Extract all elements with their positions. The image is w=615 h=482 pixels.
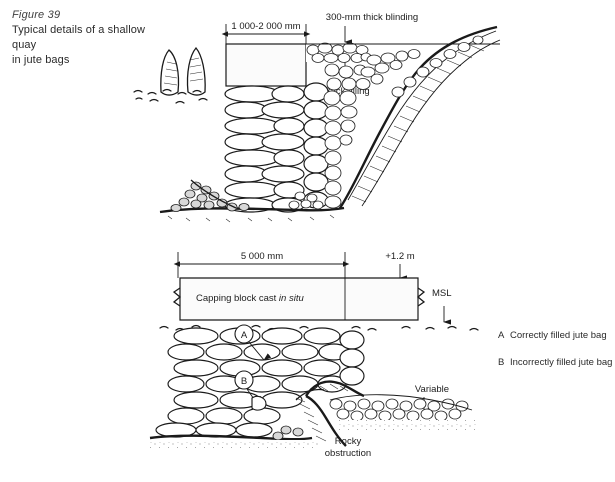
upper-blinding-layer [306,42,500,63]
blinding-label: 300-mm thick blinding [326,12,418,23]
rocky-obstruction-line-1: Rocky [335,436,362,447]
legend-key-b: B [498,357,505,368]
callout-b-label: B [241,376,247,387]
legend-label-a: Correctly filled jute bag [510,330,607,341]
lower-diagram-group: 5 000 mm +1.2 m Capping block cast in si… [149,251,479,459]
rocky-obstruction-line-2: obstruction [325,448,371,459]
level-label: +1.2 m [385,251,414,262]
callout-a: A [234,324,272,361]
blinding-annotation: 300-mm thick blinding [326,12,418,45]
upper-diagram-group: 1 000-2 000 mm 300-mm thick blinding Bac… [133,12,501,223]
upper-width-dimension-label: 1 000-2 000 mm [231,21,300,32]
legend-label-b: Incorrectly filled jute bag [510,357,613,368]
upper-jute-bag-wall [224,82,329,213]
legend-item-b: B Incorrectly filled jute bag [498,357,613,368]
msl-label: MSL [432,288,452,299]
lower-seabed-rubble [149,394,476,450]
capping-block-label: Capping block cast in situ [196,293,304,304]
upper-backfill-rubble [323,49,421,209]
callout-a-label: A [241,330,248,341]
upper-water-surface [133,88,208,104]
legend-key-a: A [498,330,505,341]
boat-hull [160,47,206,96]
legend-item-a: A Correctly filled jute bag [498,330,613,341]
lower-jute-bag-wall [155,327,365,438]
callout-b: B [234,370,267,411]
variable-label: Variable [415,384,449,395]
figure-caption: Figure 39 Typical details of a shallow q… [12,8,172,68]
figure-number: Figure 39 [12,9,61,21]
figure-caption-line-2: in jute bags [12,54,70,66]
upper-ground-slope [339,25,501,209]
rocky-obstruction [295,380,365,447]
msl-annotation: MSL [432,288,452,325]
lower-capping-block: Capping block cast in situ [172,277,426,321]
rocky-obstruction-annotation: Rocky obstruction [325,436,371,459]
lower-width-dimension: 5 000 mm [173,251,350,278]
upper-width-dimension: 1 000-2 000 mm [221,21,311,44]
figure-caption-line-1: Typical details of a shallow quay [12,24,146,51]
legend: A Correctly filled jute bag B Incorrectly … [498,330,613,384]
upper-capping-block [225,43,307,87]
lower-width-dimension-label: 5 000 mm [241,251,283,262]
level-annotation: +1.2 m [385,251,415,281]
upper-seabed [159,179,345,223]
